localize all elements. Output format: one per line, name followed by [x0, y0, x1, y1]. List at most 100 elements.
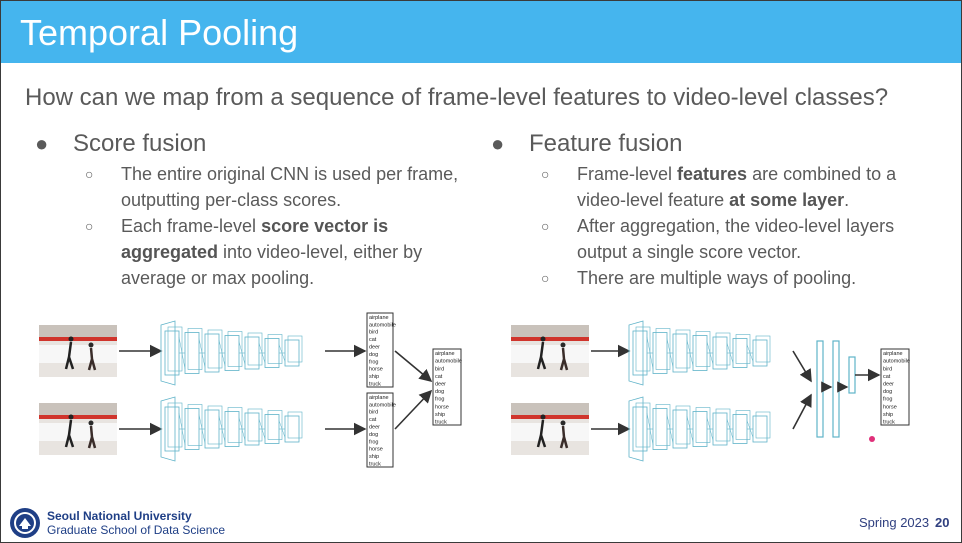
- score-class-label: ship: [369, 374, 379, 380]
- cnn-layer-box: [656, 405, 670, 446]
- score-class-label: frog: [369, 439, 378, 445]
- skater-head: [89, 343, 94, 348]
- score-class-label: cat: [369, 337, 377, 343]
- crowd-area: [39, 325, 117, 337]
- arrow: [793, 351, 811, 381]
- cnn-layer-box: [733, 339, 747, 368]
- cnn-layer-box: [696, 408, 710, 443]
- score-class-label: airplane: [883, 351, 903, 357]
- cnn-layer-box: [633, 331, 647, 375]
- bullet-dot-icon: ●: [491, 129, 504, 159]
- score-class-label: automobile: [435, 359, 462, 365]
- score-class-label: cat: [883, 374, 891, 380]
- sub-bullet: ○ Each frame-level score vector is aggre…: [35, 213, 485, 291]
- pointer-dot: [869, 436, 875, 442]
- skater-head: [89, 421, 94, 426]
- cnn-layer-box: [228, 332, 242, 367]
- circle-bullet-icon: ○: [85, 161, 93, 187]
- skater-head: [69, 337, 74, 342]
- score-class-label: truck: [369, 462, 381, 468]
- ice-surface: [511, 423, 589, 441]
- sub-text: After aggregation, the video-level layer…: [577, 216, 894, 262]
- skater-head: [541, 415, 546, 420]
- score-class-label: frog: [369, 359, 378, 365]
- skater-head: [561, 421, 566, 426]
- score-class-label: truck: [369, 382, 381, 388]
- sub-text: .: [844, 190, 849, 210]
- slide-title: Temporal Pooling: [20, 11, 298, 55]
- ice-surface: [511, 345, 589, 363]
- skater-head: [69, 415, 74, 420]
- score-fusion-diagram: airplaneautomobilebirdcatdeerdogfroghors…: [39, 307, 479, 473]
- term-label: Spring 2023: [859, 515, 929, 530]
- arrow: [395, 391, 431, 429]
- rink-stripe: [511, 337, 589, 341]
- cnn-layer-box: [653, 333, 667, 374]
- rink-stripe: [39, 415, 117, 419]
- score-class-label: automobile: [369, 322, 396, 328]
- score-class-label: airplane: [369, 395, 389, 401]
- cnn-layer-box: [248, 409, 262, 441]
- sub-text: Frame-level: [577, 164, 677, 184]
- sub-bullet: ○ After aggregation, the video-level lay…: [491, 213, 941, 265]
- crowd-area: [39, 403, 117, 415]
- cnn-layer-box: [248, 333, 262, 365]
- score-class-label: airplane: [369, 315, 389, 321]
- fc-layer: [817, 341, 823, 437]
- cnn-layer-box: [716, 409, 730, 441]
- score-class-label: frog: [435, 397, 444, 403]
- feature-fusion-diagram: airplaneautomobilebirdcatdeerdogfroghors…: [511, 307, 921, 473]
- cnn-layer-box: [713, 337, 727, 369]
- score-class-label: dog: [435, 389, 444, 395]
- cnn-layer-box: [185, 333, 199, 374]
- score-fusion-column: ● Score fusion ○ The entire original CNN…: [35, 129, 485, 291]
- school-name: Graduate School of Data Science: [47, 523, 225, 537]
- score-class-label: dog: [369, 432, 378, 438]
- score-class-label: horse: [883, 404, 897, 410]
- cnn-layer-box: [713, 413, 727, 445]
- cnn-layer-box: [205, 410, 219, 448]
- sub-text: There are multiple ways of pooling.: [577, 268, 856, 288]
- score-class-label: bird: [369, 330, 378, 336]
- score-class-label: deer: [435, 381, 446, 387]
- skater-head: [541, 337, 546, 342]
- page-number: 20: [935, 515, 949, 530]
- university-logo-icon: [9, 507, 41, 539]
- score-class-label: dog: [883, 389, 892, 395]
- sub-text: Each frame-level: [121, 216, 261, 236]
- cnn-layer-box: [245, 337, 259, 369]
- score-class-label: ship: [369, 454, 379, 460]
- feature-fusion-column: ● Feature fusion ○ Frame-level features …: [491, 129, 941, 291]
- footer-institution: Seoul National University Graduate Schoo…: [47, 509, 225, 537]
- cnn-layer-box: [165, 331, 179, 375]
- skater-head: [561, 343, 566, 348]
- title-bar: Temporal Pooling: [1, 1, 961, 63]
- score-class-label: bird: [369, 410, 378, 416]
- score-class-label: truck: [435, 419, 447, 425]
- circle-bullet-icon: ○: [85, 213, 93, 239]
- cnn-layer-box: [676, 406, 690, 444]
- score-class-label: airplane: [435, 351, 455, 357]
- score-class-label: horse: [369, 447, 383, 453]
- score-class-label: ship: [883, 412, 893, 418]
- rink-stripe: [511, 415, 589, 419]
- sub-bullet: ○ Frame-level features are combined to a…: [491, 161, 941, 213]
- bullet-score-fusion: ● Score fusion: [35, 129, 485, 159]
- score-class-label: automobile: [883, 359, 910, 365]
- sub-bullet: ○ The entire original CNN is used per fr…: [35, 161, 485, 213]
- crowd-area: [511, 403, 589, 415]
- cnn-layer-box: [673, 410, 687, 448]
- cnn-layer-box: [208, 330, 222, 368]
- score-class-label: horse: [435, 404, 449, 410]
- rink-stripe: [39, 337, 117, 341]
- sub-bullet: ○ There are multiple ways of pooling.: [491, 265, 941, 291]
- question-text: How can we map from a sequence of frame-…: [25, 83, 888, 113]
- cnn-layer-box: [188, 329, 202, 370]
- cnn-layer-box: [165, 407, 179, 451]
- ice-surface: [39, 345, 117, 363]
- score-class-label: dog: [369, 352, 378, 358]
- score-class-label: deer: [369, 425, 380, 431]
- cnn-layer-box: [633, 407, 647, 451]
- sub-text-bold: at some layer: [729, 190, 844, 210]
